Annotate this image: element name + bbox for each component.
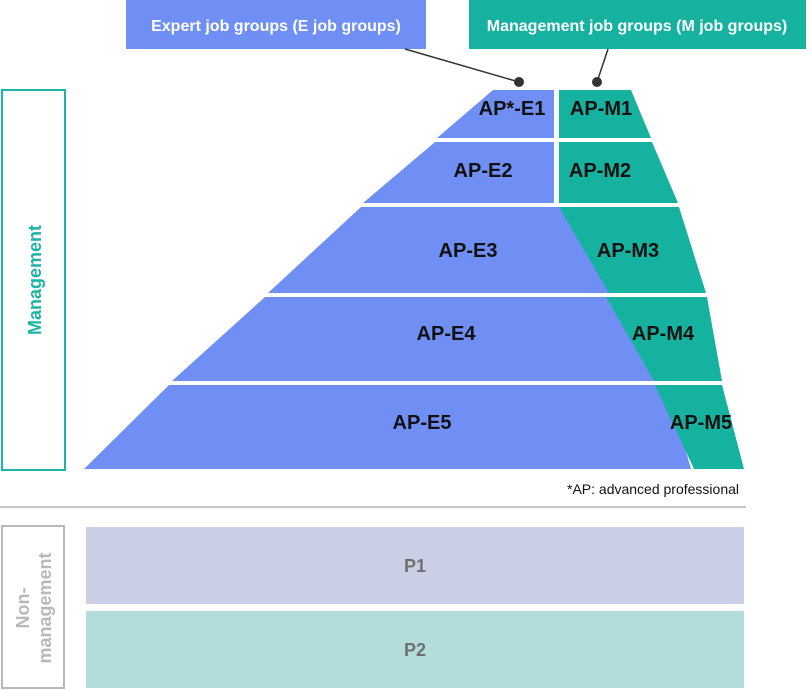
- expert-tier-e3: [268, 207, 614, 293]
- management-header-box: [469, 0, 806, 49]
- management-label-m1: AP-M1: [570, 98, 632, 120]
- expert-label-e4: AP-E4: [417, 323, 477, 345]
- p2-bar: [86, 611, 744, 688]
- non-management-side-label-2: management: [35, 552, 55, 663]
- expert-connector-dot: [514, 77, 524, 87]
- expert-tier-e2: [363, 142, 554, 203]
- management-tier-m5: [655, 385, 744, 469]
- management-side-box: [1, 89, 66, 471]
- expert-label-e2: AP-E2: [454, 160, 513, 182]
- footnote: *AP: advanced professional: [567, 481, 739, 497]
- expert-connector-line: [404, 48, 520, 83]
- non-management-side-box: [1, 525, 65, 689]
- management-label-m4: AP-M4: [632, 323, 695, 345]
- p1-bar: [86, 527, 744, 604]
- expert-label-e1: AP*-E1: [479, 98, 546, 120]
- p2-label: P2: [404, 640, 426, 660]
- expert-header-box: [126, 0, 426, 49]
- management-tier-m1: [559, 90, 651, 138]
- management-side-label: Management: [25, 225, 45, 335]
- expert-tier-e1: [437, 90, 554, 138]
- p1-label: P1: [404, 556, 426, 576]
- management-header-label: Management job groups (M job groups): [487, 18, 787, 35]
- management-label-m2: AP-M2: [569, 160, 631, 182]
- management-label-m3: AP-M3: [597, 240, 659, 262]
- management-tier-m4: [606, 297, 722, 381]
- management-connector-line: [596, 48, 609, 83]
- non-management-side-label: Non-: [13, 588, 33, 629]
- expert-header-label: Expert job groups (E job groups): [151, 18, 401, 35]
- expert-tier-e5: [84, 385, 691, 469]
- management-tier-m2: [559, 142, 678, 203]
- management-connector-dot: [592, 77, 602, 87]
- management-label-m5: AP-M5: [670, 412, 732, 434]
- expert-label-e5: AP-E5: [393, 412, 452, 434]
- management-tier-m3: [559, 207, 706, 293]
- expert-tier-e4: [172, 297, 665, 381]
- expert-label-e3: AP-E3: [439, 240, 498, 262]
